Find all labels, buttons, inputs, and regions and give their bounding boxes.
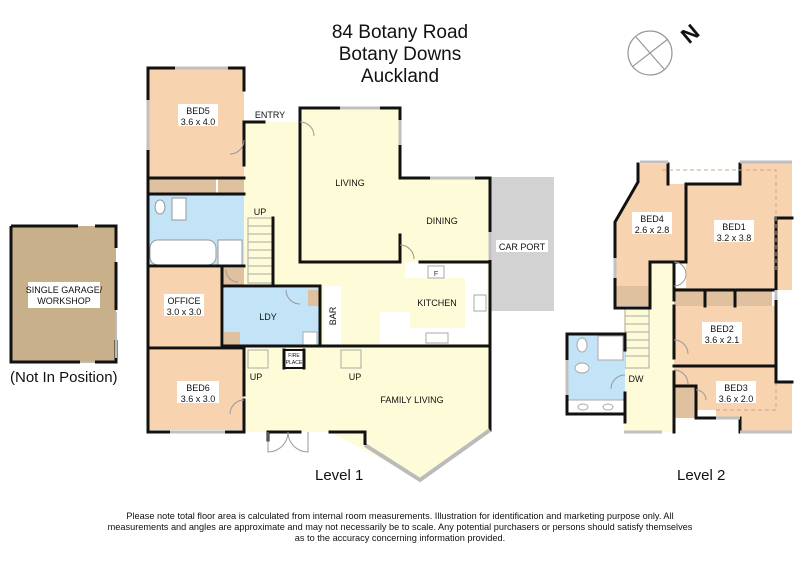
bar-label: BAR xyxy=(328,306,338,325)
level-1-plan: F xyxy=(146,66,554,483)
stairs-down-label: DW xyxy=(629,374,644,384)
garage: SINGLE GARAGE/ WORKSHOP xyxy=(9,224,118,364)
fireplace-label-2: PLACE xyxy=(286,360,303,366)
bed2-name: BED2 xyxy=(710,324,734,334)
stairs-up-main-label: UP xyxy=(254,207,267,217)
garage-note: (Not In Position) xyxy=(10,369,118,386)
address-line-2: Botany Downs xyxy=(338,44,462,65)
property-address: 84 Botany Road Botany Downs Auckland xyxy=(0,22,800,88)
stairs-up-west-label: UP xyxy=(250,372,263,382)
level-2-caption: Level 2 xyxy=(677,467,726,484)
family-living-label: FAMILY LIVING xyxy=(380,395,443,405)
bed5-name: BED5 xyxy=(186,106,210,116)
address-line-1: 84 Botany Road xyxy=(331,22,469,43)
bed3-name: BED3 xyxy=(724,383,748,393)
fireplace-label-1: FIRE xyxy=(288,353,300,359)
living-label: LIVING xyxy=(335,178,365,188)
bed1-name: BED1 xyxy=(722,222,746,232)
disclaimer-line-2: measurements and angles are approximate … xyxy=(107,522,693,532)
address-line-3: Auckland xyxy=(360,66,440,87)
level-2-plan: BED4 2.6 x 2.8 BED1 3.2 x 3.8 BED2 3.6 x… xyxy=(565,160,794,434)
walls-level1 xyxy=(146,66,492,442)
carport-label: CAR PORT xyxy=(499,242,546,252)
kitchen-label: KITCHEN xyxy=(417,298,457,308)
toilet-icon xyxy=(154,199,166,215)
bed4-size: 2.6 x 2.8 xyxy=(635,225,670,235)
basin-icon xyxy=(171,197,187,221)
shower-icon xyxy=(217,239,243,266)
bed6-name: BED6 xyxy=(186,383,210,393)
garage-label-1: SINGLE GARAGE/ xyxy=(26,285,103,295)
garage-label-2: WORKSHOP xyxy=(37,296,91,306)
office-name: OFFICE xyxy=(168,296,201,306)
level-1-caption: Level 1 xyxy=(315,467,364,484)
stairs-up-east-label: UP xyxy=(349,372,362,382)
disclaimer-line-1: Please note total floor area is calculat… xyxy=(126,511,674,521)
bed2-size: 3.6 x 2.1 xyxy=(705,335,740,345)
sink-icon xyxy=(425,332,449,344)
fridge-label: F xyxy=(434,271,438,278)
bed6-size: 3.6 x 3.0 xyxy=(181,394,216,404)
bed5-size: 3.6 x 4.0 xyxy=(181,117,216,127)
laundry-label: LDY xyxy=(259,312,277,322)
office-size: 3.0 x 3.0 xyxy=(167,307,202,317)
disclaimer-line-3: as to the accuracy concerning informatio… xyxy=(294,533,506,543)
shower-icon-level2 xyxy=(597,335,624,361)
bed4-name: BED4 xyxy=(640,214,664,224)
cooktop-icon xyxy=(473,294,487,312)
bed1-size: 3.2 x 3.8 xyxy=(717,233,752,243)
entry-label: ENTRY xyxy=(255,110,285,120)
disclaimer: Please note total floor area is calculat… xyxy=(90,511,710,544)
bed3-size: 3.6 x 2.0 xyxy=(719,394,754,404)
dining-label: DINING xyxy=(426,216,458,226)
north-arrow-icon: N xyxy=(627,19,704,76)
compass-label: N xyxy=(676,19,704,48)
bathtub-icon xyxy=(149,239,217,266)
